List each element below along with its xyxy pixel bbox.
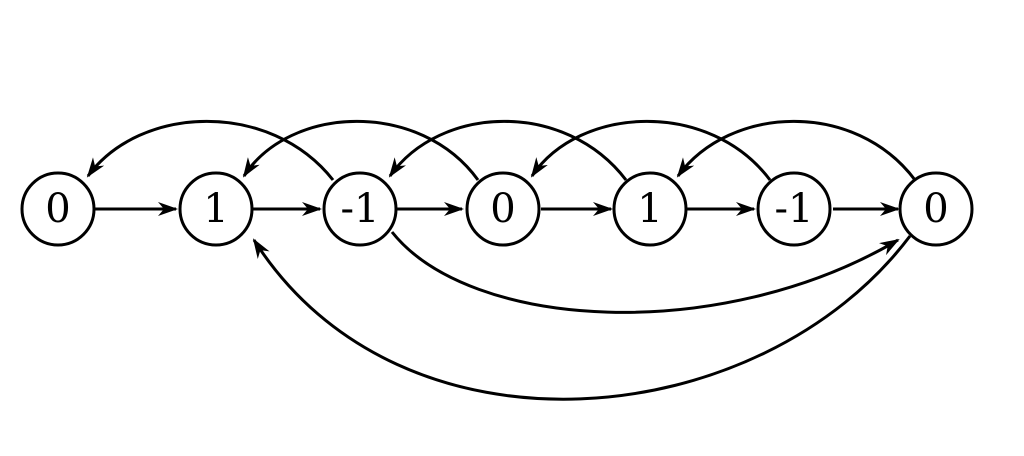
node-circle (898, 171, 974, 247)
edge-e5-3 (530, 119, 772, 181)
edge-e3-1 (242, 119, 480, 181)
edge-e2-6 (390, 231, 900, 314)
node-circle (178, 171, 254, 247)
node-label: 1 (203, 186, 228, 232)
node-label: 0 (923, 186, 948, 232)
edges-layer (86, 119, 917, 401)
node-label: 0 (490, 186, 515, 232)
edge-e2-0 (86, 119, 335, 181)
node-circle (756, 171, 832, 247)
node-circle (20, 171, 96, 247)
node-circle (465, 171, 541, 247)
edge-e4-2 (388, 119, 628, 181)
node-2: -1 (322, 171, 398, 247)
node-label: 0 (45, 186, 70, 232)
node-circle (322, 171, 398, 247)
node-circle (612, 171, 688, 247)
node-4: 1 (612, 171, 688, 247)
edge-e6-4 (676, 119, 917, 181)
edge-e6-1 (252, 235, 912, 401)
node-6: 0 (898, 171, 974, 247)
node-3: 0 (465, 171, 541, 247)
node-label: -1 (775, 186, 814, 232)
node-label: 1 (637, 186, 662, 232)
node-0: 0 (20, 171, 96, 247)
node-1: 1 (178, 171, 254, 247)
node-label: -1 (341, 186, 380, 232)
node-5: -1 (756, 171, 832, 247)
nodes-layer: 0 1 -1 0 1 -1 0 (20, 171, 974, 247)
